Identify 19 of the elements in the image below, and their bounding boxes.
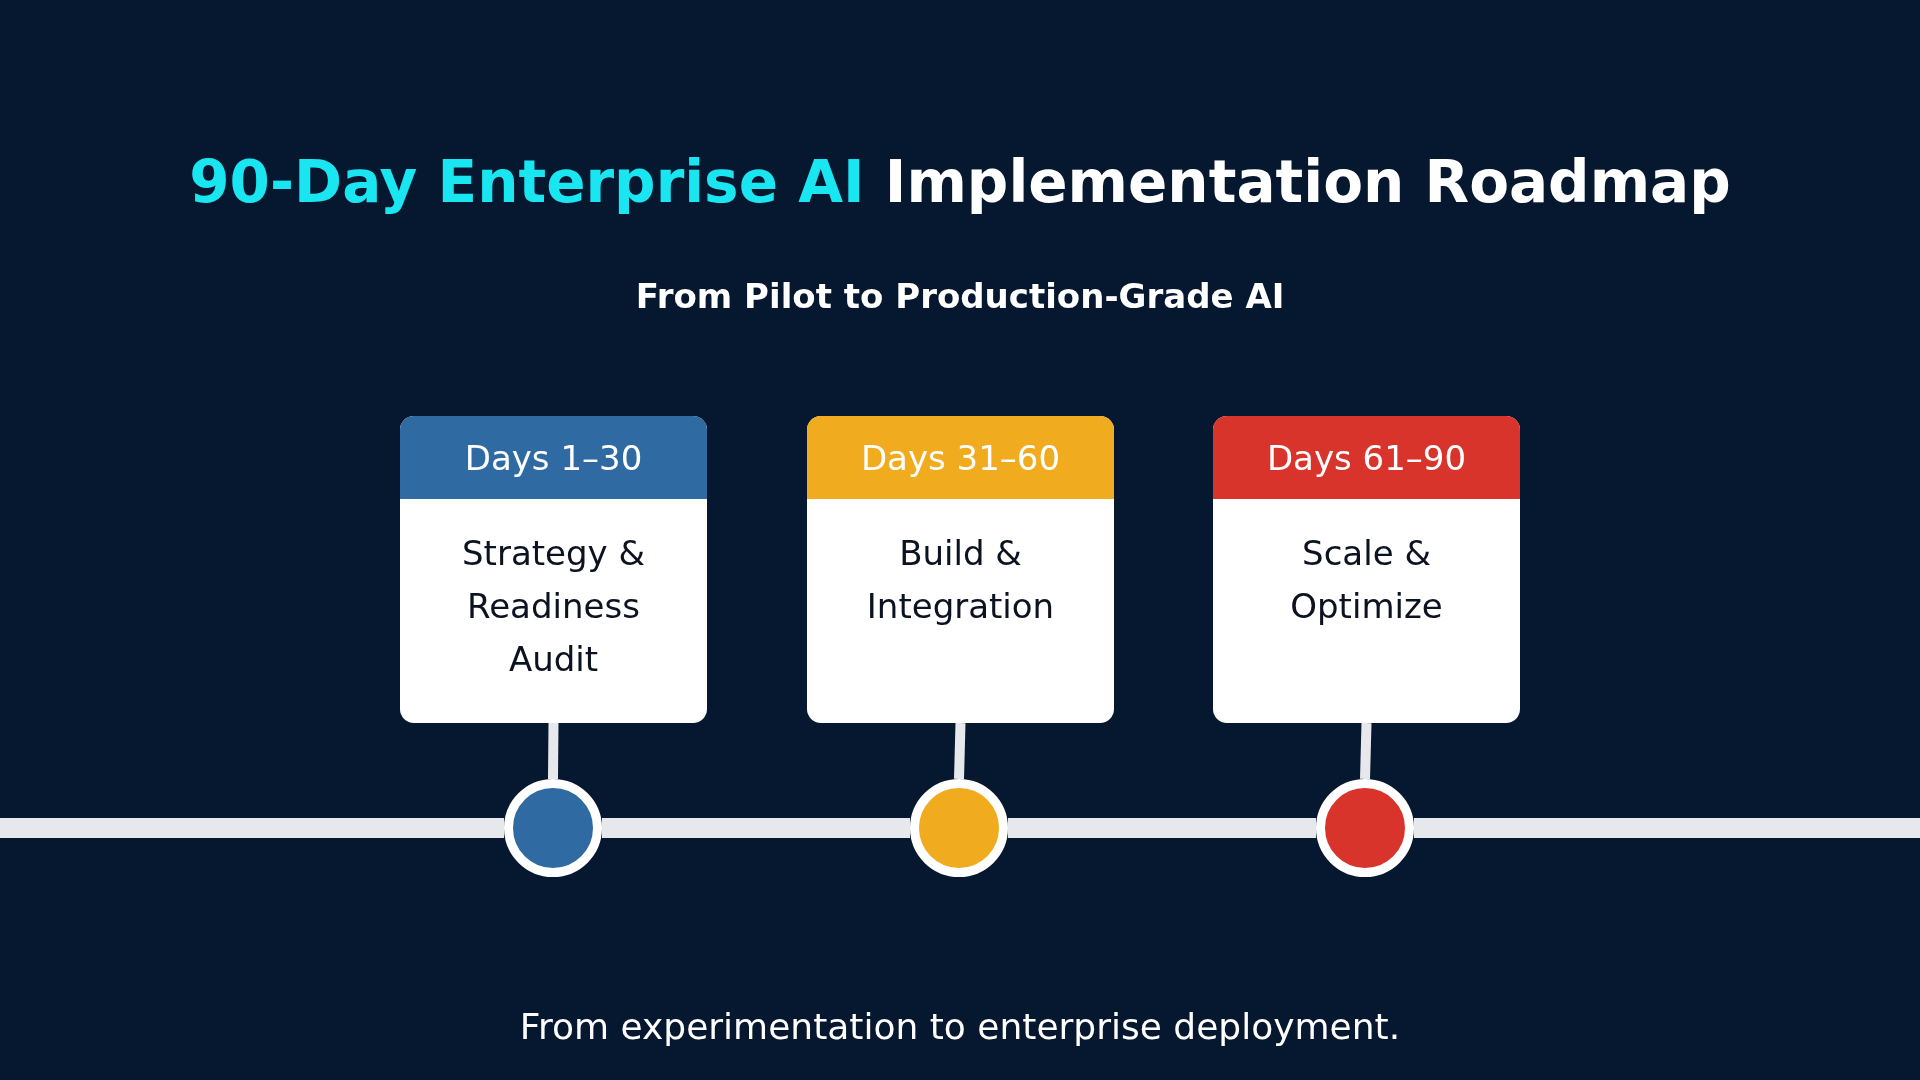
phase-heading: Days 31–60 bbox=[807, 416, 1114, 499]
timeline-line bbox=[1008, 818, 1316, 838]
title: 90-Day Enterprise AI Implementation Roadmap bbox=[189, 148, 1731, 216]
connector-stem bbox=[954, 722, 966, 780]
connector-stem bbox=[1360, 722, 1372, 780]
phase-title: Strategy & Readiness Audit bbox=[461, 532, 646, 681]
timeline-line bbox=[602, 818, 910, 838]
subtitle: From Pilot to Production-Grade AI bbox=[635, 276, 1285, 316]
connector-stem bbox=[548, 722, 559, 780]
phase-heading: Days 1–30 bbox=[400, 416, 707, 499]
phase-card bbox=[1213, 416, 1520, 723]
timeline-line bbox=[1414, 818, 1920, 838]
timeline-line bbox=[0, 818, 504, 838]
phase-title: Build & Integration bbox=[865, 532, 1056, 628]
caption: From experimentation to enterprise deployment. bbox=[519, 1006, 1401, 1047]
phase-card bbox=[807, 416, 1114, 723]
phase-title: Scale & Optimize bbox=[1289, 532, 1444, 628]
phase-heading: Days 61–90 bbox=[1213, 416, 1520, 499]
phase-card bbox=[400, 416, 707, 723]
